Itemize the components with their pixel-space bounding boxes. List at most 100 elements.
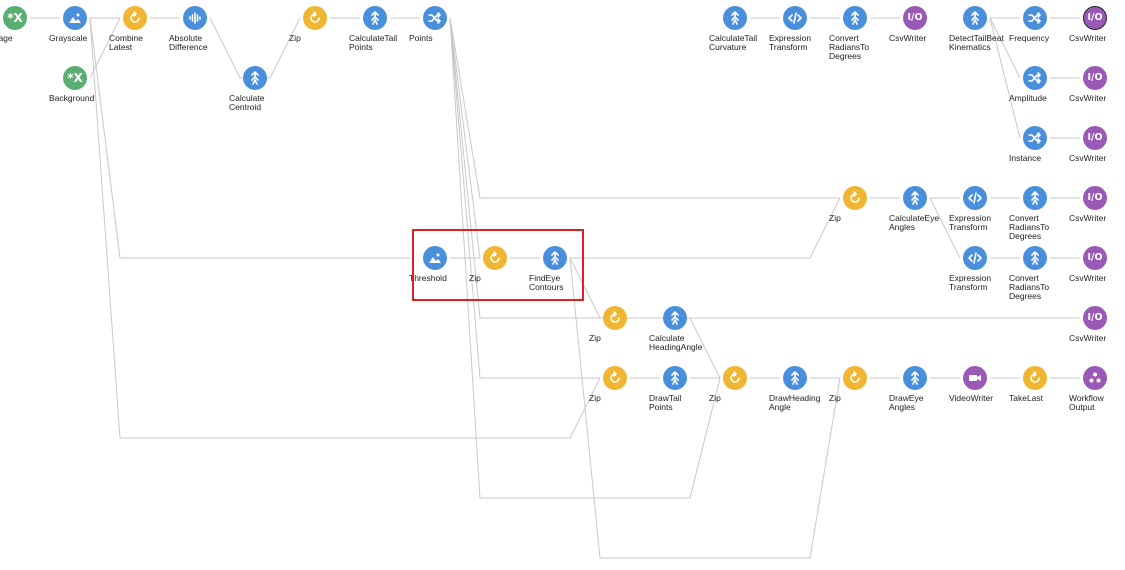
node-image[interactable]: *X Image	[0, 0, 45, 60]
node-csvwriter-7[interactable]: I/O CsvWriter	[1065, 300, 1125, 360]
node-label: DetectTailBeat Kinematics	[949, 33, 1004, 52]
io-icon: I/O	[1083, 126, 1107, 150]
node-convert-radians-1[interactable]: Convert RadiansTo Degrees	[825, 0, 885, 61]
node-glyph: I/O	[1087, 312, 1103, 324]
node-zip-7[interactable]: Zip	[825, 360, 885, 420]
node-find-eye-contours[interactable]: FindEye Contours	[525, 240, 585, 300]
node-grayscale[interactable]: Grayscale	[45, 0, 105, 60]
node-label: Workflow Output	[1069, 393, 1104, 412]
node-csvwriter-4[interactable]: I/O CsvWriter	[1065, 120, 1125, 180]
node-label: Zip	[709, 393, 721, 403]
image-icon	[423, 246, 447, 270]
node-draw-tail-points[interactable]: DrawTail Points	[645, 360, 705, 420]
node-zip-3[interactable]: Zip	[465, 240, 525, 300]
node-zip-6[interactable]: Zip	[705, 360, 765, 420]
node-glyph: I/O	[1087, 72, 1103, 84]
combine-icon	[843, 366, 867, 390]
combine-icon	[1023, 366, 1047, 390]
node-zip-4[interactable]: Zip	[585, 300, 645, 360]
process-icon	[1023, 246, 1047, 270]
node-draw-heading-angle[interactable]: DrawHeading Angle	[765, 360, 825, 420]
node-label: CalculateEye Angles	[889, 213, 940, 232]
node-calculate-tail-curvature[interactable]: CalculateTail Curvature	[705, 0, 765, 60]
edge-connector	[989, 17, 1021, 79]
combine-icon	[603, 306, 627, 330]
node-csvwriter-2[interactable]: I/O CsvWriter	[1065, 0, 1125, 60]
node-label: Calculate HeadingAngle	[649, 333, 703, 352]
x-source-icon: *X	[63, 66, 87, 90]
node-expression-transform-1[interactable]: Expression Transform	[765, 0, 825, 60]
node-workflow-output[interactable]: Workflow Output	[1065, 360, 1125, 420]
io-icon: I/O	[903, 6, 927, 30]
node-label: CalculateTail Curvature	[709, 33, 758, 52]
node-calculate-eye-angles[interactable]: CalculateEye Angles	[885, 180, 945, 240]
node-label: CsvWriter	[1069, 213, 1107, 223]
node-label: Zip	[589, 333, 601, 343]
node-draw-eye-angles[interactable]: DrawEye Angles	[885, 360, 945, 420]
edge-connector	[569, 257, 841, 559]
node-glyph: I/O	[1087, 252, 1103, 264]
node-label: CsvWriter	[1069, 333, 1107, 343]
node-label: Absolute Difference	[169, 33, 208, 52]
process-icon	[663, 366, 687, 390]
node-label: Image	[0, 33, 13, 43]
node-absolute-difference[interactable]: Absolute Difference	[165, 0, 225, 60]
node-label: VideoWriter	[949, 393, 994, 403]
node-video-writer[interactable]: VideoWriter	[945, 360, 1005, 420]
node-label: Combine Latest	[109, 33, 144, 52]
node-glyph: *X	[67, 71, 83, 85]
node-csvwriter-1[interactable]: I/O CsvWriter	[885, 0, 945, 60]
process-icon	[783, 366, 807, 390]
node-expression-transform-3[interactable]: Expression Transform	[945, 240, 1005, 300]
node-label: Threshold	[409, 273, 447, 283]
node-glyph: I/O	[1087, 192, 1103, 204]
node-calculate-centroid[interactable]: Calculate Centroid	[225, 60, 285, 120]
node-calculate-tail-points[interactable]: CalculateTail Points	[345, 0, 405, 60]
code-icon	[963, 186, 987, 210]
io-icon: I/O	[1083, 186, 1107, 210]
node-zip-5[interactable]: Zip	[585, 360, 645, 420]
node-label: Zip	[589, 393, 601, 403]
io-icon: I/O	[1083, 66, 1107, 90]
node-convert-radians-3[interactable]: Convert RadiansTo Degrees	[1005, 240, 1065, 301]
node-calculate-heading-angle[interactable]: Calculate HeadingAngle	[645, 300, 705, 360]
shuffle-icon	[1023, 6, 1047, 30]
node-zip-2[interactable]: Zip	[825, 180, 885, 240]
node-csvwriter-5[interactable]: I/O CsvWriter	[1065, 180, 1125, 240]
edge-connector	[689, 317, 721, 379]
process-icon	[243, 66, 267, 90]
node-threshold[interactable]: Threshold	[405, 240, 465, 300]
combine-icon	[123, 6, 147, 30]
node-glyph: I/O	[1087, 12, 1103, 24]
node-convert-radians-2[interactable]: Convert RadiansTo Degrees	[1005, 180, 1065, 241]
io-icon: I/O	[1083, 246, 1107, 270]
node-expression-transform-2[interactable]: Expression Transform	[945, 180, 1005, 240]
node-detect-tail-beat[interactable]: DetectTailBeat Kinematics	[945, 0, 1005, 60]
node-combine-latest[interactable]: Combine Latest	[105, 0, 165, 60]
node-frequency[interactable]: Frequency	[1005, 0, 1065, 60]
node-zip-1[interactable]: Zip	[285, 0, 345, 60]
process-icon	[903, 366, 927, 390]
node-glyph: *X	[7, 11, 23, 25]
node-label: CalculateTail Points	[349, 33, 398, 52]
node-take-last[interactable]: TakeLast	[1005, 360, 1065, 420]
edge-connector	[449, 17, 840, 199]
node-label: Expression Transform	[949, 213, 992, 232]
edge-connector	[449, 17, 600, 379]
node-instance[interactable]: Instance	[1005, 120, 1065, 180]
node-label: Convert RadiansTo Degrees	[1009, 213, 1050, 241]
node-label: CsvWriter	[1069, 153, 1107, 163]
node-label: FindEye Contours	[529, 273, 564, 292]
combine-icon	[303, 6, 327, 30]
io-icon: I/O	[1083, 306, 1107, 330]
node-label: CsvWriter	[1069, 33, 1107, 43]
node-glyph: I/O	[1087, 132, 1103, 144]
node-points[interactable]: Points	[405, 0, 465, 60]
node-amplitude[interactable]: Amplitude	[1005, 60, 1065, 120]
node-label: CsvWriter	[889, 33, 927, 43]
shuffle-icon	[1023, 126, 1047, 150]
